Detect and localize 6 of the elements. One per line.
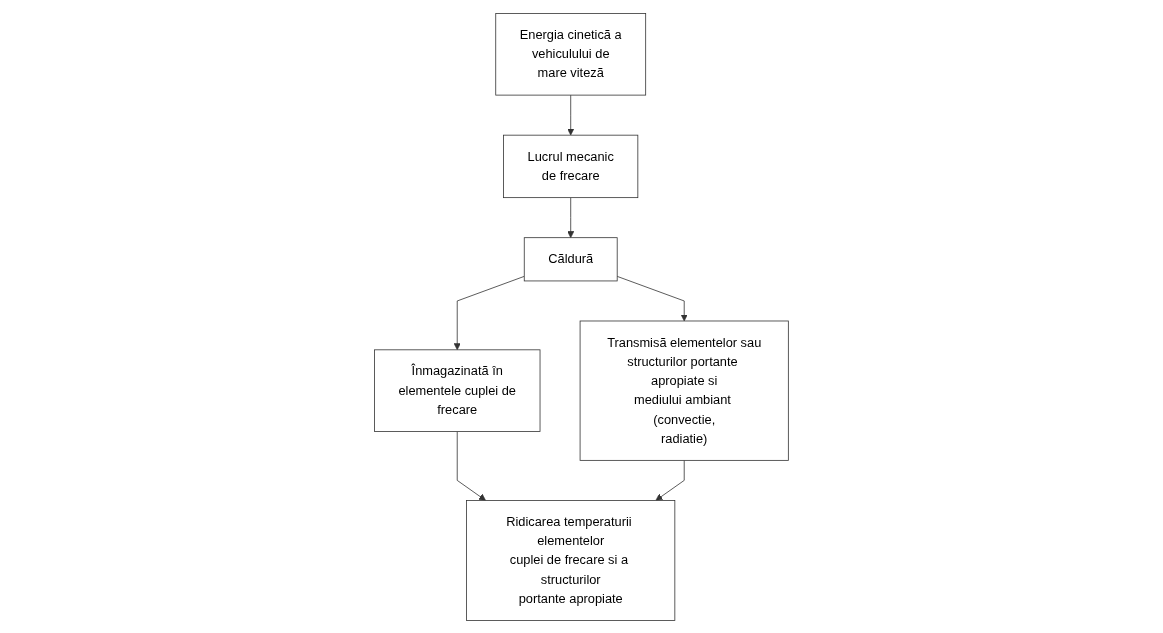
- node-box: Cãldurã: [523, 236, 618, 281]
- node-box: Înmagazinatã în elementele cuplei de frecare: [374, 348, 541, 432]
- node-box: Energia cineticã a vehiculului de mare vitezã: [495, 12, 647, 96]
- node-box: Lucrul mecanic de frecare: [503, 134, 639, 198]
- node-box: Transmisã elementelor sau structurilor portante apropiate si mediului ambiant (convectie, radiatie): [579, 320, 789, 461]
- node-box: Ridicarea temperaturii elementelor cuplei de frecare si a structurilor portante apropiate: [466, 499, 676, 621]
